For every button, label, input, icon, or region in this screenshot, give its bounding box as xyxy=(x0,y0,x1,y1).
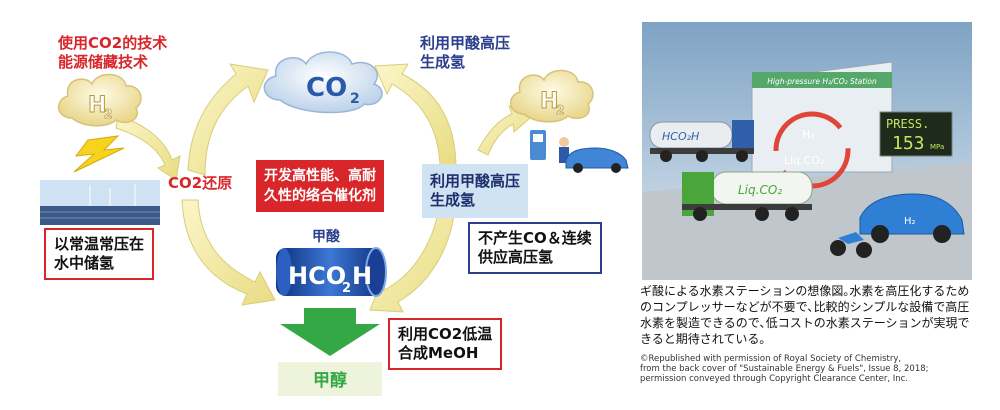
hydrogen-station-illustration: High-pressure H₂/CO₂ Station PRESS. 153 … xyxy=(642,22,972,280)
motorcycle xyxy=(830,232,872,258)
car-label: H₂ xyxy=(904,216,916,227)
no-co-box: 不产生CO＆连续 供应高压氢 xyxy=(468,222,602,274)
cycle-arrow-left-top xyxy=(187,63,269,176)
tech-label-line1: 使用CO2的技术 xyxy=(58,34,168,52)
truck2-label: Liq.CO₂ xyxy=(738,183,782,197)
catalyst-line2: 久性的络合催化剂 xyxy=(264,188,376,204)
cycle-diagram: CO 2 H 2 H 2 HCO xyxy=(40,51,629,396)
hydrogen-gen-top-line2: 生成氢 xyxy=(420,53,466,71)
meoh-box: 利用CO2低温 合成MeOH xyxy=(388,318,503,370)
credit-line1: ©Republished with permission of Royal So… xyxy=(640,354,902,364)
copyright-credit: ©Republished with permission of Royal So… xyxy=(640,354,980,384)
co2-cloud-text: CO xyxy=(306,73,347,103)
arrow-to-h2-right xyxy=(477,104,531,156)
fueling-car-image xyxy=(530,130,629,173)
cycle-arrow-right-top xyxy=(374,63,457,166)
solar-farm-image xyxy=(40,180,160,225)
storage-box: 以常温常压在 水中储氢 xyxy=(44,228,155,280)
truck1-label: HCO₂H xyxy=(662,130,699,143)
meoh-line1: 利用CO2低温 xyxy=(398,325,493,343)
press-unit: MPa xyxy=(930,143,944,151)
ring-h2: H₂ xyxy=(802,128,815,141)
meoh-line2: 合成MeOH xyxy=(398,344,479,362)
ring-co2: Liq.CO₂ xyxy=(784,154,824,167)
tech-label-red: 使用CO2的技术 能源储藏技术 xyxy=(58,34,167,72)
storage-line1: 以常温常压在 xyxy=(54,235,145,253)
press-label: PRESS. xyxy=(886,117,929,131)
methanol-box: 甲醇 xyxy=(278,362,382,396)
formic-formula-h: H xyxy=(352,262,372,290)
illustration-caption: ギ酸による水素ステーションの想像図｡水素を高圧化するためのコンプレッサーなどが不… xyxy=(640,284,970,346)
credit-line2: from the back cover of "Sustainable Ener… xyxy=(640,364,929,374)
co2-cloud: CO 2 xyxy=(263,51,383,114)
formic-truck: HCO₂H xyxy=(649,120,754,162)
cycle-arrow-left-bottom xyxy=(181,199,276,306)
h2-right-text: H xyxy=(540,89,558,114)
green-down-arrow xyxy=(280,308,380,356)
co2-reduction-label: CO2还原 xyxy=(168,174,233,192)
methanol-label: 甲醇 xyxy=(313,370,347,391)
h2-left-text: H xyxy=(88,93,106,118)
no-co-line1: 不产生CO＆连续 xyxy=(478,229,592,247)
h2-right-sub: 2 xyxy=(556,103,564,117)
hydrogen-gen-label-top: 利用甲酸高压 生成氢 xyxy=(420,34,510,72)
hydrogen-gen-top-line1: 利用甲酸高压 xyxy=(420,34,511,52)
fuel-cell-car: H₂ xyxy=(859,193,965,243)
no-co-line2: 供应高压氢 xyxy=(478,248,554,266)
lightning-icon xyxy=(73,135,125,173)
formic-formula: HCO xyxy=(288,262,346,290)
h2-cloud-right: H 2 xyxy=(510,69,594,123)
formic-formula-sub: 2 xyxy=(342,281,351,296)
arrow-h2-to-storage xyxy=(115,115,181,181)
formic-acid-barrel: HCO 2 H xyxy=(276,247,387,297)
catalyst-line1: 开发高性能、高耐 xyxy=(264,168,376,184)
catalyst-box: 开发高性能、高耐 久性的络合催化剂 xyxy=(256,160,384,212)
station-scene: High-pressure H₂/CO₂ Station PRESS. 153 … xyxy=(642,22,972,280)
press-value: 153 xyxy=(892,133,925,154)
hydrogen-gen-line1: 利用甲酸高压 xyxy=(430,172,521,190)
tech-label-line2: 能源储藏技术 xyxy=(58,53,149,71)
hydrogen-gen-line2: 生成氢 xyxy=(430,191,476,209)
station-sign: High-pressure H₂/CO₂ Station xyxy=(767,77,877,86)
pressure-display: PRESS. 153 MPa xyxy=(879,111,953,157)
formic-acid-label: 甲酸 xyxy=(312,229,340,245)
h2-left-sub: 2 xyxy=(104,107,112,121)
credit-line3: permission conveyed through Copyright Cl… xyxy=(640,374,909,384)
h2-cloud-left: H 2 xyxy=(58,73,142,127)
co2-truck: Liq.CO₂ xyxy=(682,171,813,221)
storage-line2: 水中储氢 xyxy=(54,254,115,272)
co2-cloud-sub: 2 xyxy=(350,91,360,107)
hydrogen-gen-box: 利用甲酸高压 生成氢 xyxy=(422,164,529,218)
